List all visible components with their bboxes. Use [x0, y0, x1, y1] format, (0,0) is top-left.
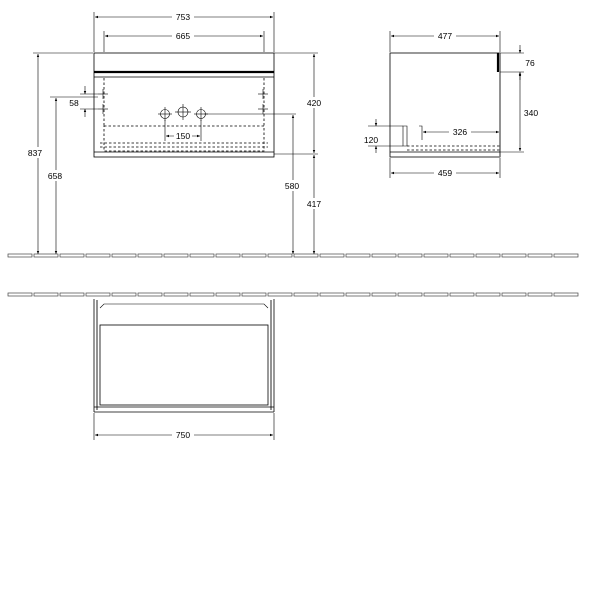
dim-drain-height: 580 — [285, 181, 299, 191]
dim-recess-depth: 326 — [453, 127, 467, 137]
floor-segment — [85, 292, 111, 297]
floor-segment — [345, 292, 371, 297]
floor-segment — [137, 253, 163, 258]
floor-segment — [189, 292, 215, 297]
dim-tap-spacing: 150 — [176, 131, 190, 141]
floor-segment — [501, 253, 527, 258]
dim-bottom-height: 417 — [307, 199, 321, 209]
floor-line-upper — [7, 253, 579, 258]
floor-segment — [397, 292, 423, 297]
floor-segment — [527, 253, 553, 258]
floor-segment — [423, 292, 449, 297]
floor-segment — [163, 253, 189, 258]
floor-segment — [59, 253, 85, 258]
dim-depth: 477 — [438, 31, 452, 41]
floor-segment — [241, 292, 267, 297]
dim-recess-height: 120 — [364, 135, 378, 145]
floor-segment — [371, 253, 397, 258]
floor-segment — [215, 253, 241, 258]
bracket-marker-right — [258, 89, 268, 114]
floor-segment — [293, 253, 319, 258]
floor-segment — [553, 292, 579, 297]
floor-segment — [189, 253, 215, 258]
side-view: 477 76 340 120 326 459 — [364, 30, 541, 178]
dim-top-thickness: 76 — [525, 58, 535, 68]
front-cabinet-outline — [93, 52, 275, 158]
front-view: 753 665 58 837 658 420 580 — [26, 11, 325, 254]
dim-bracket-offset: 58 — [69, 98, 79, 108]
floor-segment — [59, 292, 85, 297]
floor-segment — [7, 253, 33, 258]
dim-inner-depth: 459 — [438, 168, 452, 178]
floor-segment — [319, 253, 345, 258]
bracket-marker-left — [98, 89, 108, 114]
floor-segment — [111, 292, 137, 297]
floor-segment — [397, 253, 423, 258]
floor-segment — [33, 253, 59, 258]
front-drawer-dashed — [103, 125, 265, 152]
floor-segment — [319, 292, 345, 297]
floor-segment — [267, 292, 293, 297]
floor-segment — [215, 292, 241, 297]
floor-segment — [111, 253, 137, 258]
floor-segment — [163, 292, 189, 297]
floor-segment — [7, 292, 33, 297]
floor-segment — [85, 253, 111, 258]
floor-segment — [345, 253, 371, 258]
floor-segment — [423, 253, 449, 258]
dim-height-to-bracket: 658 — [48, 171, 62, 181]
plan-view: 750 — [93, 299, 275, 440]
floor-segment — [501, 292, 527, 297]
plan-drawer — [99, 324, 269, 406]
dim-side-body-height: 340 — [524, 108, 538, 118]
floor-segment — [475, 292, 501, 297]
floor-segment — [527, 292, 553, 297]
floor-line-lower — [7, 292, 579, 297]
floor-segment — [449, 292, 475, 297]
tap-holes — [158, 104, 208, 121]
floor-segment — [371, 292, 397, 297]
side-cabinet-outline — [389, 52, 501, 158]
floor-segment — [137, 292, 163, 297]
floor-segment — [241, 253, 267, 258]
dim-inner-width: 665 — [176, 31, 190, 41]
dim-body-height: 420 — [307, 98, 321, 108]
floor-segment — [33, 292, 59, 297]
dim-total-height: 837 — [28, 148, 42, 158]
floor-segment — [449, 253, 475, 258]
dim-overall-width: 753 — [176, 12, 190, 22]
floor-segment — [553, 253, 579, 258]
floor-segment — [475, 253, 501, 258]
floor-segment — [267, 253, 293, 258]
dim-plan-width: 750 — [176, 430, 190, 440]
floor-segment — [293, 292, 319, 297]
